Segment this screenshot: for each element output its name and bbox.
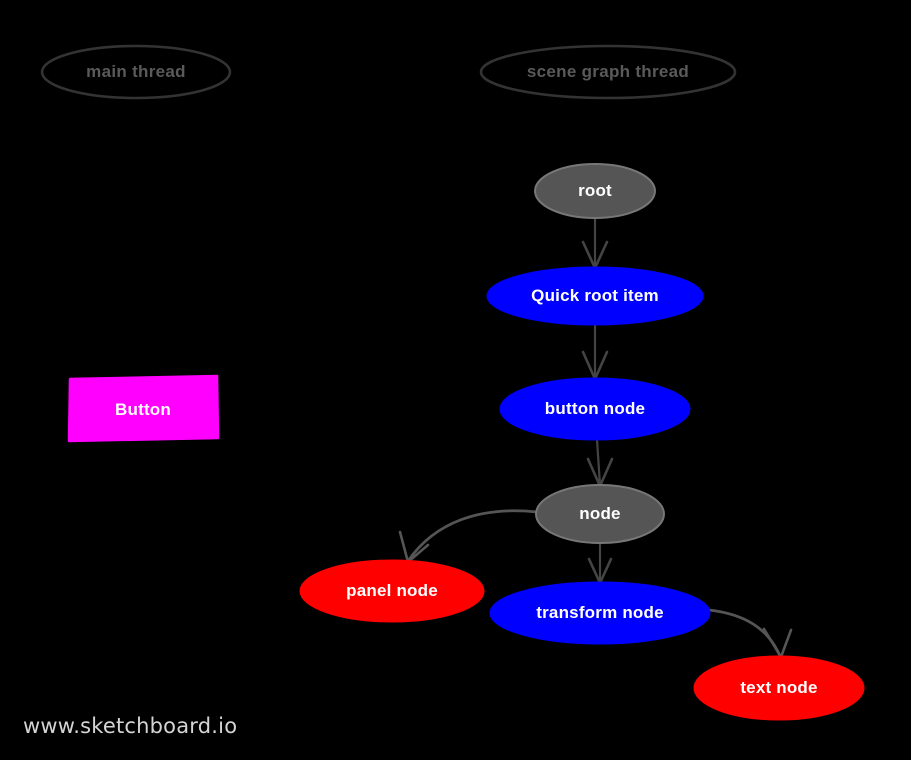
- sketchboard-watermark: www.sketchboard.io: [23, 714, 238, 738]
- edge-root-to-quick-root-item[interactable]: [581, 218, 609, 272]
- edge-transform-node-to-text-node[interactable]: [708, 608, 793, 660]
- node-shape-root[interactable]: [534, 163, 656, 219]
- edge-button-node-to-node[interactable]: [586, 439, 614, 490]
- node-shape-quick-root-item[interactable]: [486, 266, 704, 326]
- edge-quick-root-item-to-button-node[interactable]: [581, 325, 609, 383]
- node-shape-text-node[interactable]: [693, 655, 865, 721]
- edge-node-to-transform-node[interactable]: [587, 543, 613, 587]
- node-shape-node[interactable]: [535, 484, 665, 544]
- node-shape-transform-node[interactable]: [489, 581, 711, 645]
- edge-node-to-panel-node[interactable]: [398, 509, 538, 565]
- swimlane-scene-graph-thread[interactable]: [479, 44, 737, 100]
- swimlane-main-thread[interactable]: [40, 44, 232, 100]
- node-shape-button-node[interactable]: [499, 377, 691, 441]
- node-shape-button[interactable]: [67, 374, 220, 443]
- node-shape-panel-node[interactable]: [299, 559, 485, 623]
